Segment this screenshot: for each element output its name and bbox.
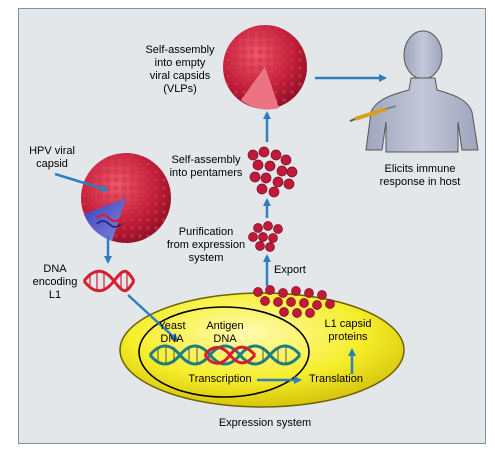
label-purification: Purification from expression system [166, 226, 246, 264]
label-translation: Translation [308, 373, 363, 385]
l1-protein-cluster [253, 285, 335, 318]
nucleus [138, 306, 310, 398]
arrow-capsid-pointer [54, 172, 109, 193]
label-export: Export [274, 264, 306, 276]
label-transcription: Transcription [188, 373, 252, 385]
vlp-capsid [223, 25, 307, 110]
label-vlp-assembly: Self-assembly into empty viral capsids (… [145, 44, 215, 95]
arrow-dna-to-yeast [127, 294, 179, 342]
human-figure [365, 30, 479, 153]
nucleus-dna-helix [148, 344, 302, 366]
label-hpv-capsid: HPV viral capsid [29, 145, 75, 170]
dna-l1-helix [82, 269, 136, 293]
hpv-capsid [81, 153, 171, 243]
expression-cell [119, 292, 405, 408]
purified-cluster [248, 221, 283, 252]
label-antigen-dna: Antigen DNA [206, 320, 244, 345]
label-immune-response: Elicits immune response in host [379, 163, 461, 188]
label-yeast-dna: Yeast DNA [158, 320, 186, 345]
label-dna-l1: DNA encoding L1 [32, 263, 78, 301]
pentamer-cluster [247, 146, 298, 198]
label-l1-proteins: L1 capsid proteins [324, 318, 372, 343]
label-pentamers: Self-assembly into pentamers [169, 154, 243, 179]
label-expression-system: Expression system [218, 417, 312, 429]
syringe-icon [349, 105, 397, 122]
